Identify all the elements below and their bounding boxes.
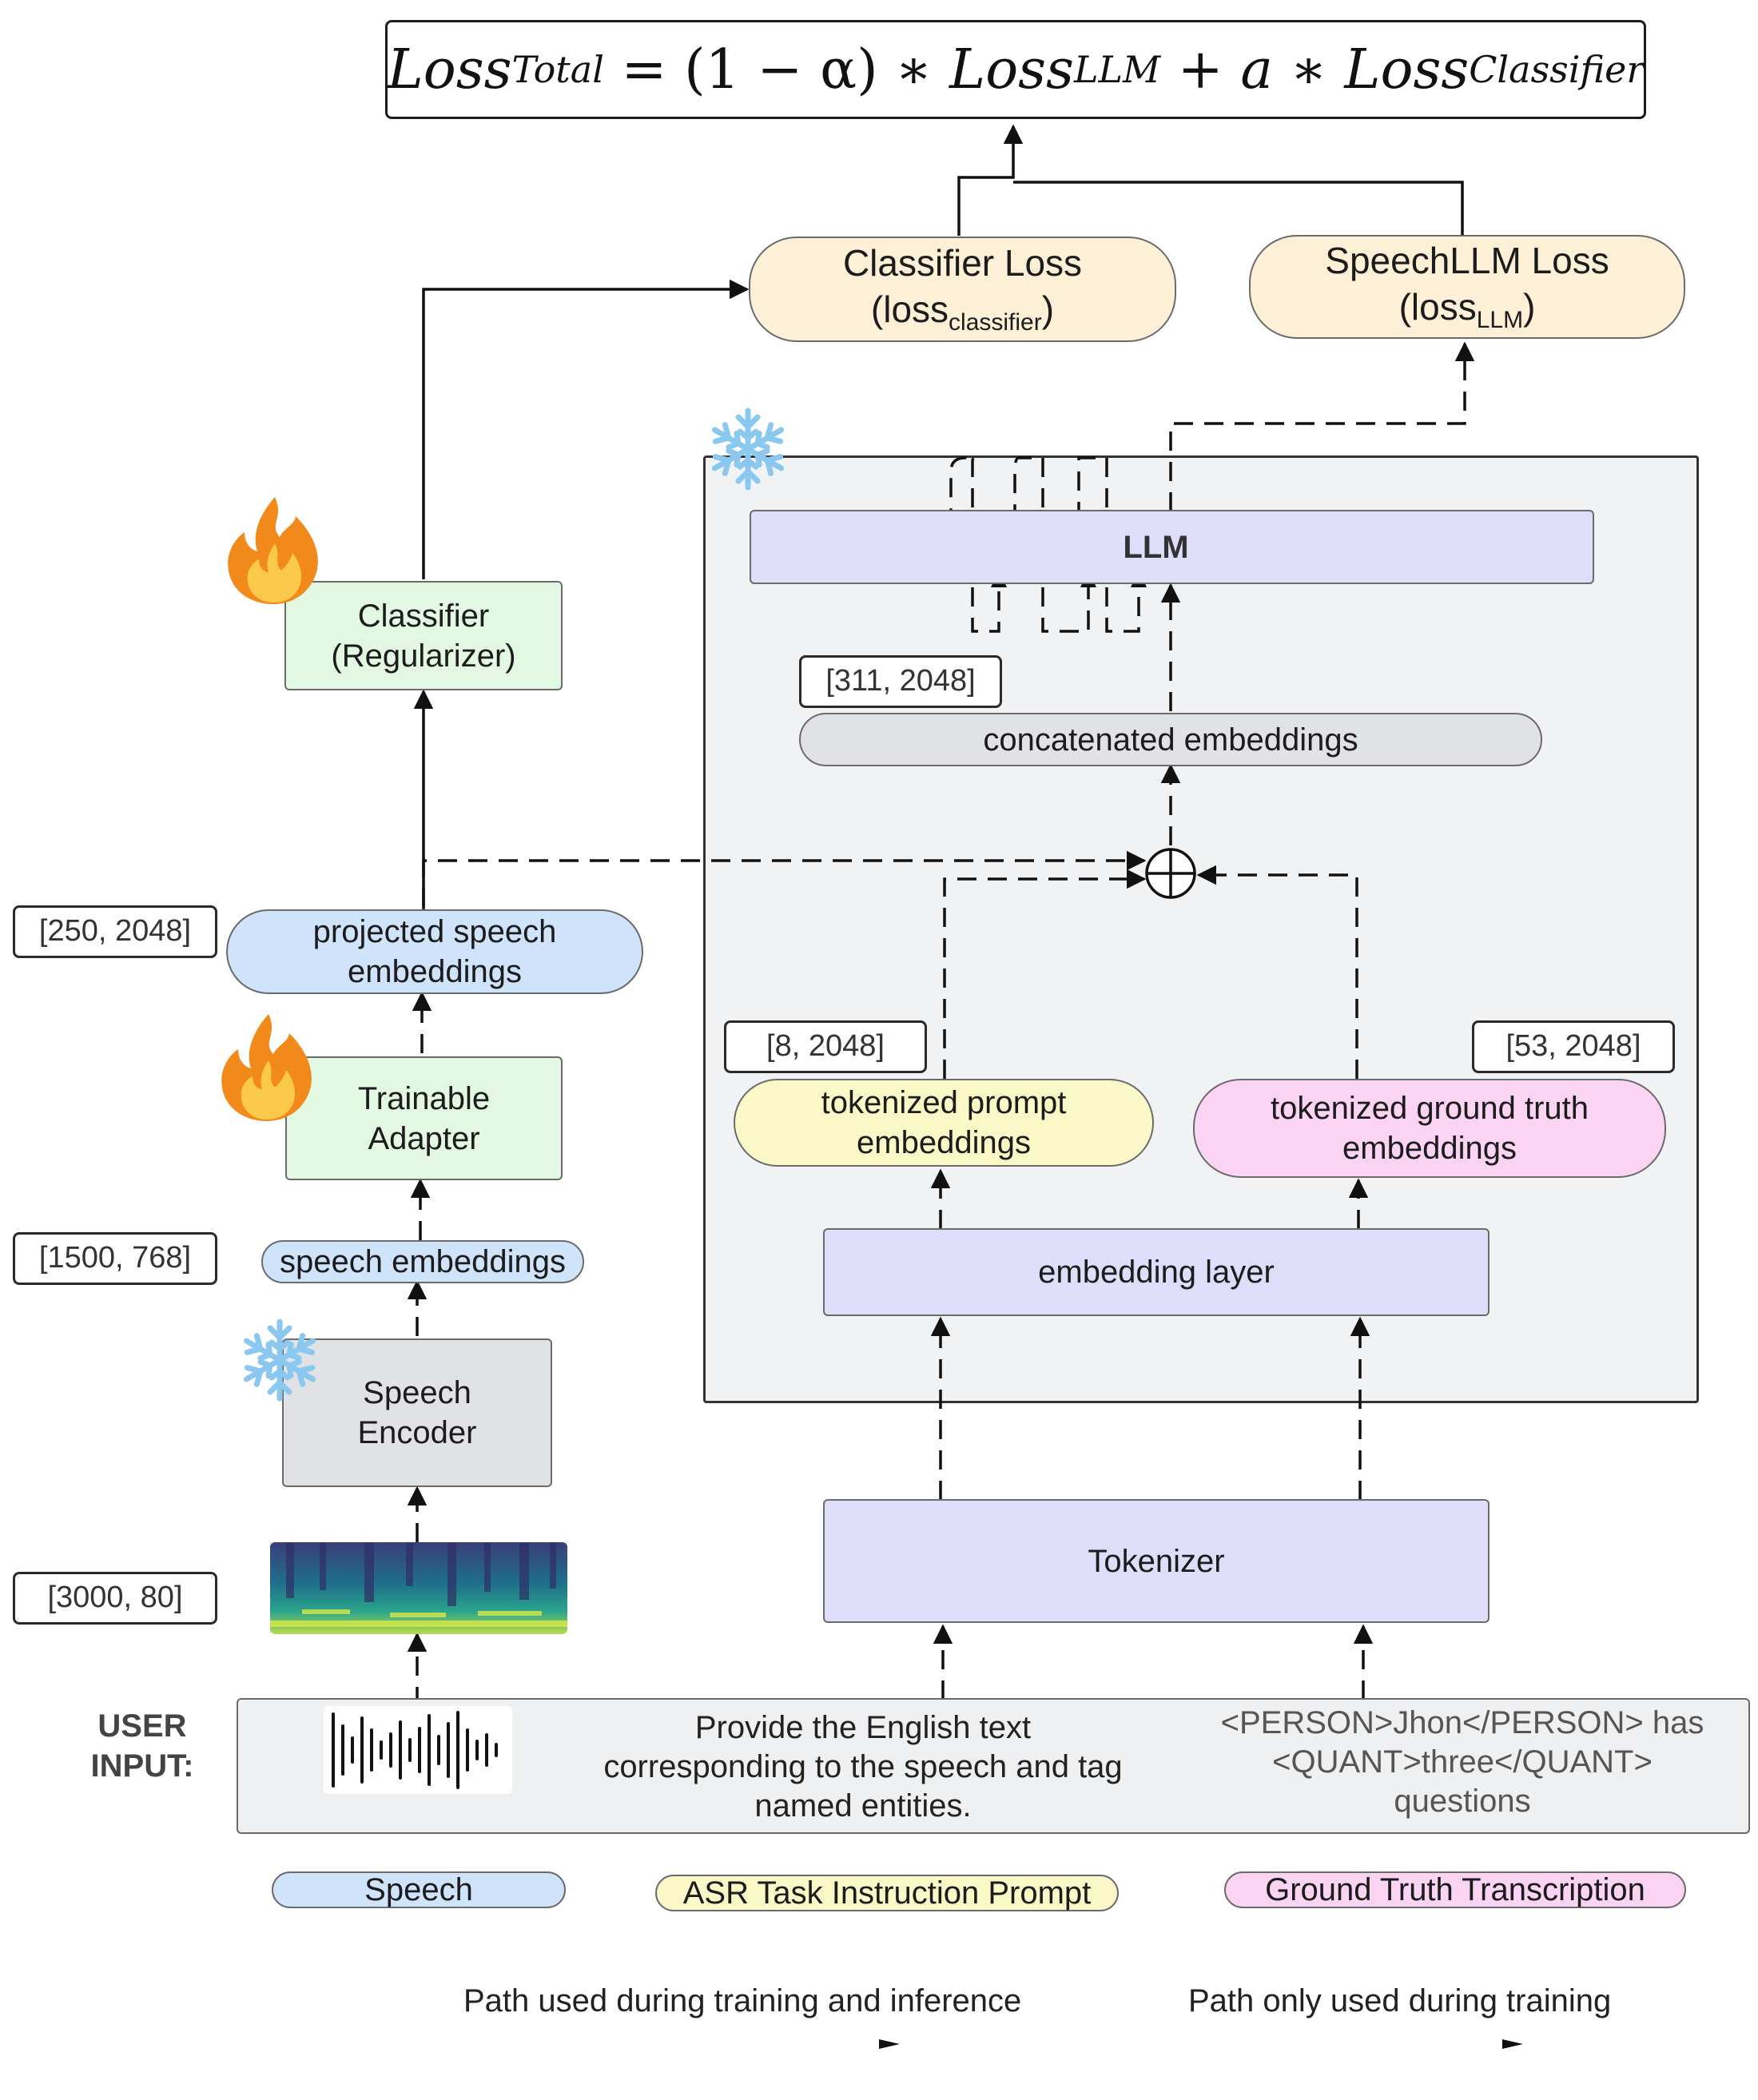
tokenized-ground-truth-embeddings: tokenized ground truth embeddings [1193, 1079, 1666, 1178]
wire-llm-loss-to-total [1013, 181, 1464, 236]
legend-dashed-path-text: Path only used during training [1188, 1983, 1612, 2018]
snowflake-icon [237, 1317, 323, 1403]
classifier-regularizer-block: Classifier (Regularizer) [284, 581, 563, 690]
user-input-label: USER INPUT: [90, 1708, 194, 1784]
legend-prompt: ASR Task Instruction Prompt [655, 1875, 1119, 1911]
formula-term1-sub: LLM [1073, 48, 1161, 91]
snowflake-icon [705, 408, 791, 492]
formula-term2-sub: Classifier [1469, 48, 1645, 91]
formula-lhs-sub: Total [511, 48, 604, 91]
spectrogram-shape-label: [3000, 80] [13, 1572, 217, 1625]
ground-truth-shape-label: [53, 2048] [1472, 1020, 1675, 1073]
wire-prompt-to-plus [943, 869, 1147, 1079]
speechllm-loss-node: SpeechLLM Loss (lossLLM) [1249, 235, 1685, 339]
prompt-shape-label: [8, 2048] [724, 1020, 927, 1073]
legend-speech: Speech [272, 1871, 566, 1908]
speechllm-loss-title: SpeechLLM Loss [1325, 240, 1609, 282]
legend-solid-arrow [879, 2039, 900, 2049]
waveform-icon [324, 1706, 512, 1794]
spectrogram-icon [270, 1542, 567, 1634]
embedding-layer-block: embedding layer [823, 1228, 1490, 1316]
speech-shape-label: [1500, 768] [13, 1232, 217, 1285]
legend-dashed-arrow [1502, 2039, 1523, 2049]
plus-circle-icon [1145, 848, 1196, 899]
formula-plus: + a ∗ [1160, 38, 1345, 101]
formula-term2: Loss [1344, 38, 1470, 101]
projected-shape-label: [250, 2048] [13, 905, 217, 958]
speech-embeddings: speech embeddings [261, 1240, 584, 1283]
classifier-loss-title: Classifier Loss [842, 242, 1083, 284]
concat-shape-label: [311, 2048] [799, 655, 1002, 708]
formula-term1: Loss [949, 38, 1074, 101]
concatenated-embeddings: concatenated embeddings [799, 713, 1542, 766]
llm-block: LLM [750, 510, 1594, 584]
llm-loop-1 [949, 456, 1000, 633]
user-input-ground-truth-text: <PERSON>Jhon</PERSON> has <QUANT>three</… [1220, 1705, 1704, 1819]
llm-loop-3 [1077, 456, 1140, 633]
llm-loop-2 [1013, 456, 1090, 633]
formula-lhs: Loss [387, 38, 512, 101]
speechllm-loss-symbol: (lossLLM) [1398, 285, 1536, 334]
tokenized-prompt-embeddings: tokenized prompt embeddings [734, 1079, 1154, 1167]
user-input-prompt-text: Provide the English text corresponding t… [603, 1710, 1123, 1824]
wire-llm-to-llm-loss [1169, 341, 1475, 511]
formula-equals: = (1 − α) ∗ [603, 38, 950, 101]
fire-icon [221, 1014, 312, 1121]
tokenizer-block: Tokenizer [823, 1499, 1490, 1623]
llm-label: LLM [1123, 529, 1189, 565]
wire-classifier-to-loss [422, 279, 750, 579]
classifier-loss-symbol: (lossclassifier) [870, 288, 1055, 336]
trainable-adapter-block: Trainable Adapter [285, 1056, 563, 1180]
fire-icon [228, 497, 318, 604]
legend-ground-truth: Ground Truth Transcription [1224, 1871, 1686, 1908]
speech-encoder-block: Speech Encoder [282, 1338, 552, 1487]
wire-gt-to-plus [1196, 865, 1358, 1079]
wire-classifier-loss-to-total [957, 124, 1024, 236]
legend-solid-path-text: Path used during training and inference [463, 1983, 1022, 2018]
projected-speech-embeddings: projected speech embeddings [226, 909, 643, 994]
classifier-loss-node: Classifier Loss (lossclassifier) [749, 237, 1176, 342]
wire-projected-to-plus [422, 850, 1147, 907]
